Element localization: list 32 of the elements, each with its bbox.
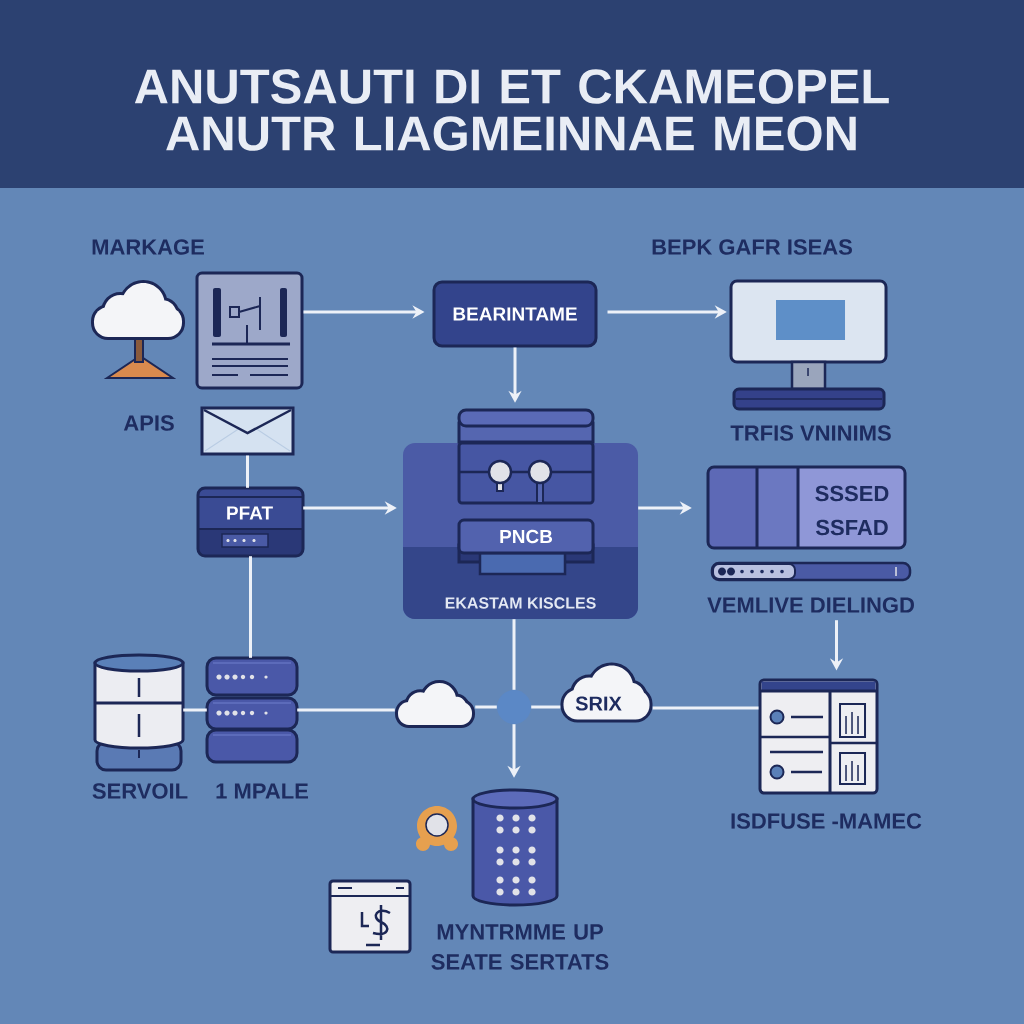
database-cylinder <box>471 788 559 907</box>
title: ANUTSAUTI DI ET CKAMEOPEL ANUTR LIAGMEINNAE MEON <box>0 0 1024 188</box>
connector <box>297 708 395 712</box>
monitor-icon <box>729 279 888 411</box>
node-label: ISDFUSE -MAMEC <box>731 813 922 829</box>
document-icon <box>195 271 304 390</box>
process-box: BEARINTAME <box>432 280 598 348</box>
connector <box>183 708 207 712</box>
node-label: TRFIS VNINIMS <box>730 425 891 441</box>
connector <box>475 705 497 709</box>
label-box: PNCB <box>457 518 595 576</box>
section-label: MARKAGE <box>92 239 204 255</box>
storage-panel: SSSED SSFAD <box>706 465 907 550</box>
connector <box>246 455 249 488</box>
app-window <box>758 678 879 795</box>
connector <box>531 705 561 709</box>
cloud-shape <box>395 680 475 728</box>
connector <box>249 556 252 658</box>
node-label: APIS <box>123 415 174 431</box>
connector <box>512 619 516 690</box>
server-icon <box>457 408 595 505</box>
node-label: VEMLIVE DIELINGD <box>707 597 914 613</box>
connector <box>652 706 759 710</box>
node-label: 1 MPALE <box>216 783 308 799</box>
junction-circle <box>497 690 531 724</box>
device-block: PFAT <box>196 486 305 558</box>
envelope-icon <box>200 406 295 456</box>
node-label: SERVOIL <box>92 783 188 799</box>
node-label: MYNTRMME UP SEATE SERTATS <box>431 924 609 970</box>
server-stack <box>205 656 299 764</box>
database-cylinder <box>93 653 185 772</box>
section-label: BEPK GAFR ISEAS <box>652 239 852 255</box>
